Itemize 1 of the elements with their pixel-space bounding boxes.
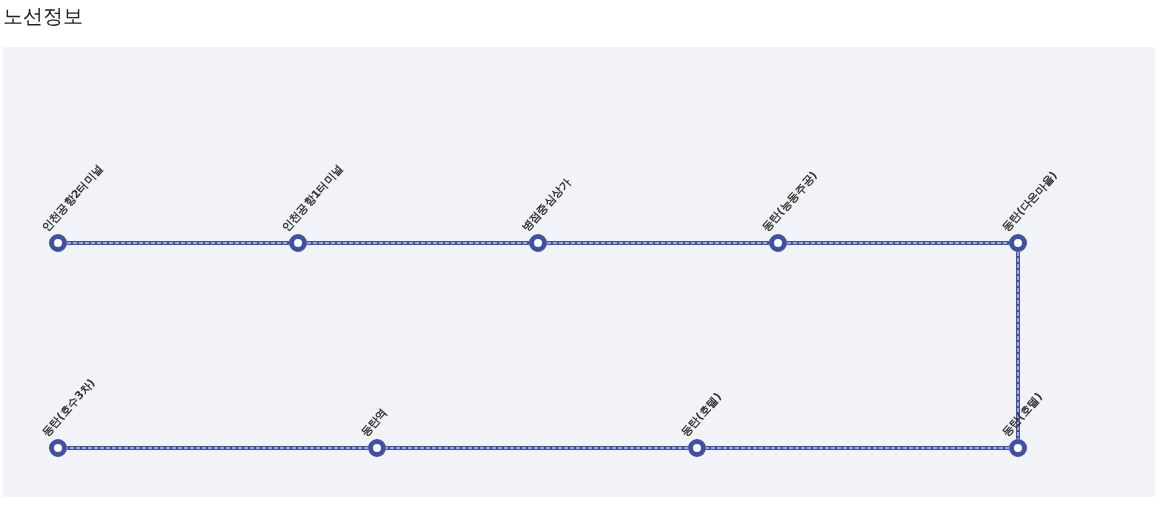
page-title: 노선정보 <box>3 3 83 30</box>
